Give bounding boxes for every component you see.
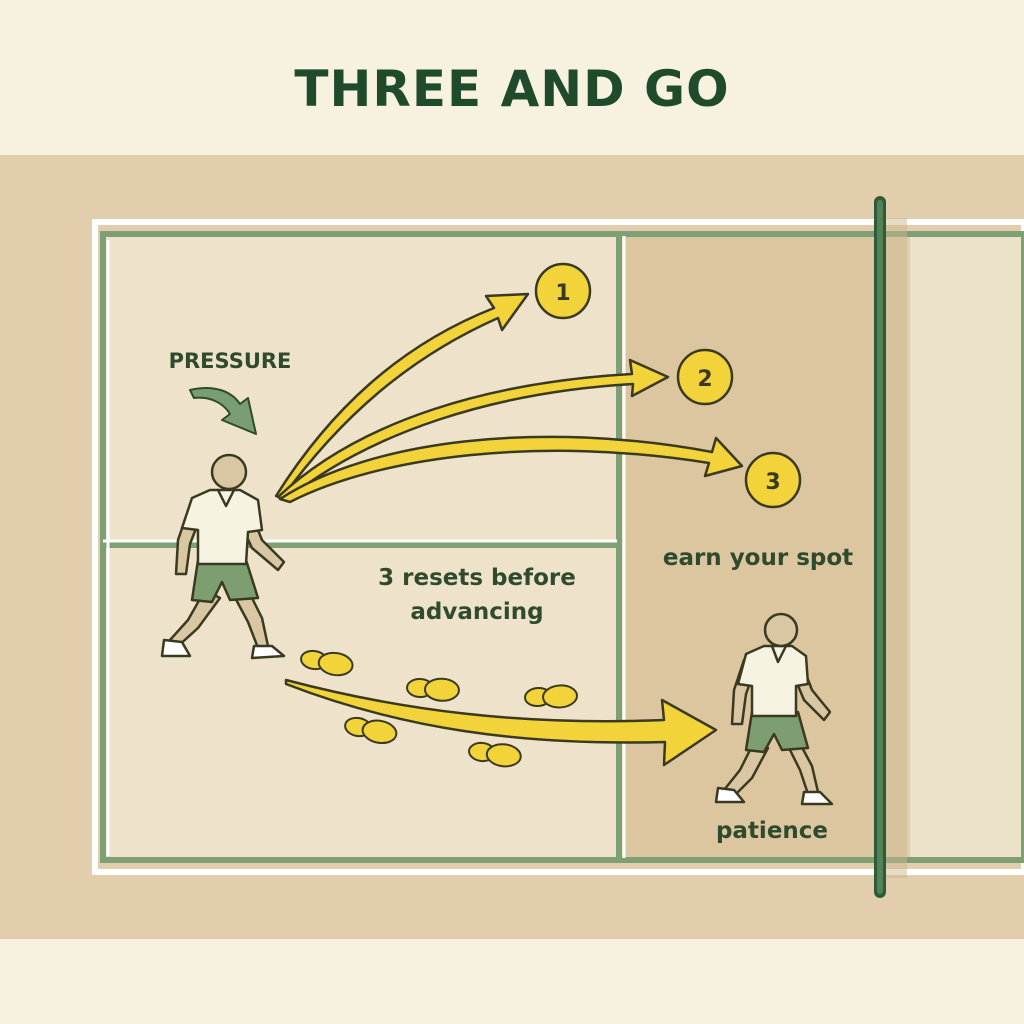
net-shadow — [885, 218, 907, 878]
advance-arrow — [284, 678, 718, 767]
target-2-number: 2 — [697, 367, 712, 392]
player-figure-icon — [160, 453, 286, 660]
pressure-arrow-icon — [189, 386, 257, 435]
court-outer-line — [92, 219, 1024, 875]
target-1: 1 — [534, 262, 592, 320]
target-3-number: 3 — [765, 470, 780, 495]
target-2: 2 — [676, 348, 734, 406]
target-3: 3 — [744, 451, 802, 509]
net-highlight — [877, 200, 883, 894]
shot-arrows — [274, 292, 744, 504]
diagram-title: THREE AND GO — [294, 60, 729, 118]
footprint-icon — [523, 683, 579, 711]
shot-arrow-2 — [276, 358, 670, 502]
patience-label: patience — [716, 818, 828, 844]
shot-arrow-3 — [278, 435, 744, 504]
pressure-label: PRESSURE — [169, 349, 292, 373]
far-court-area — [910, 236, 1024, 858]
target-1-number: 1 — [555, 281, 570, 306]
resets-label-line2: advancing — [410, 599, 543, 625]
earn-spot-label: earn your spot — [663, 545, 853, 571]
player-figure-icon — [714, 612, 834, 806]
resets-label-line1: 3 resets before — [378, 565, 576, 591]
shot-arrow-1 — [274, 292, 530, 500]
